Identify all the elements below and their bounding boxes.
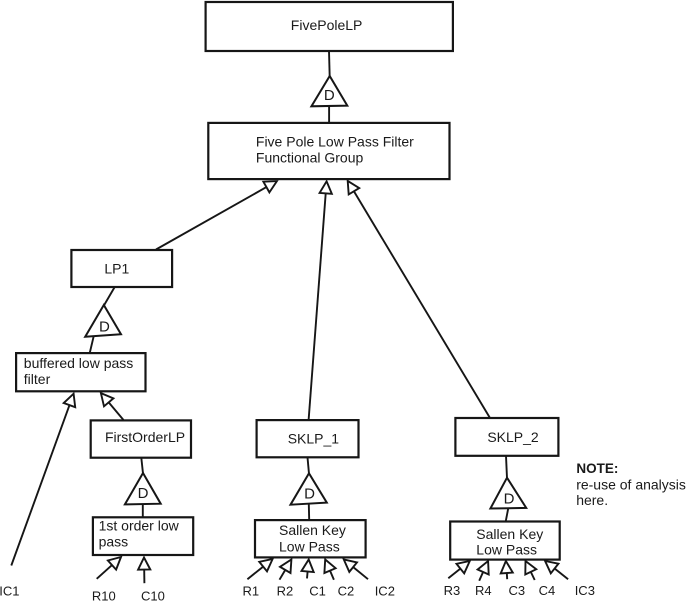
svg-text:D: D xyxy=(504,491,515,508)
svg-text:buffered low pass: buffered low pass xyxy=(24,355,133,371)
svg-text:C3: C3 xyxy=(509,583,526,598)
svg-text:Low Pass: Low Pass xyxy=(476,542,537,558)
svg-text:SKLP_2: SKLP_2 xyxy=(487,429,539,445)
svg-text:R4: R4 xyxy=(475,583,492,598)
svg-text:Low Pass: Low Pass xyxy=(279,538,340,554)
svg-text:D: D xyxy=(324,87,335,104)
svg-text:Sallen Key: Sallen Key xyxy=(476,526,543,542)
svg-text:re-use of analysis: re-use of analysis xyxy=(576,476,686,492)
svg-text:Functional Group: Functional Group xyxy=(256,149,364,165)
svg-text:R3: R3 xyxy=(444,583,461,598)
svg-text:SKLP_1: SKLP_1 xyxy=(288,431,340,447)
svg-text:filter: filter xyxy=(24,371,51,387)
svg-text:R2: R2 xyxy=(277,584,294,599)
svg-text:1st order low: 1st order low xyxy=(99,518,180,534)
svg-text:R1: R1 xyxy=(243,584,260,599)
svg-text:D: D xyxy=(304,486,315,503)
svg-text:Five Pole Low Pass Filter: Five Pole Low Pass Filter xyxy=(256,133,414,149)
svg-text:C1: C1 xyxy=(309,584,326,599)
svg-text:Sallen Key: Sallen Key xyxy=(279,522,346,538)
svg-text:C2: C2 xyxy=(338,584,355,599)
svg-text:R10: R10 xyxy=(92,589,116,603)
svg-text:IC1: IC1 xyxy=(0,583,19,598)
svg-text:C10: C10 xyxy=(141,589,165,603)
svg-text:FirstOrderLP: FirstOrderLP xyxy=(105,429,185,445)
svg-text:NOTE:: NOTE: xyxy=(576,461,618,476)
svg-text:LP1: LP1 xyxy=(104,261,129,277)
svg-text:C4: C4 xyxy=(539,583,556,598)
svg-text:pass: pass xyxy=(99,534,129,550)
svg-text:FivePoleLP: FivePoleLP xyxy=(291,17,363,33)
svg-text:IC3: IC3 xyxy=(575,583,595,598)
svg-text:D: D xyxy=(138,485,149,502)
svg-text:D: D xyxy=(99,319,110,336)
svg-text:here.: here. xyxy=(576,492,608,508)
svg-text:IC2: IC2 xyxy=(375,584,395,599)
